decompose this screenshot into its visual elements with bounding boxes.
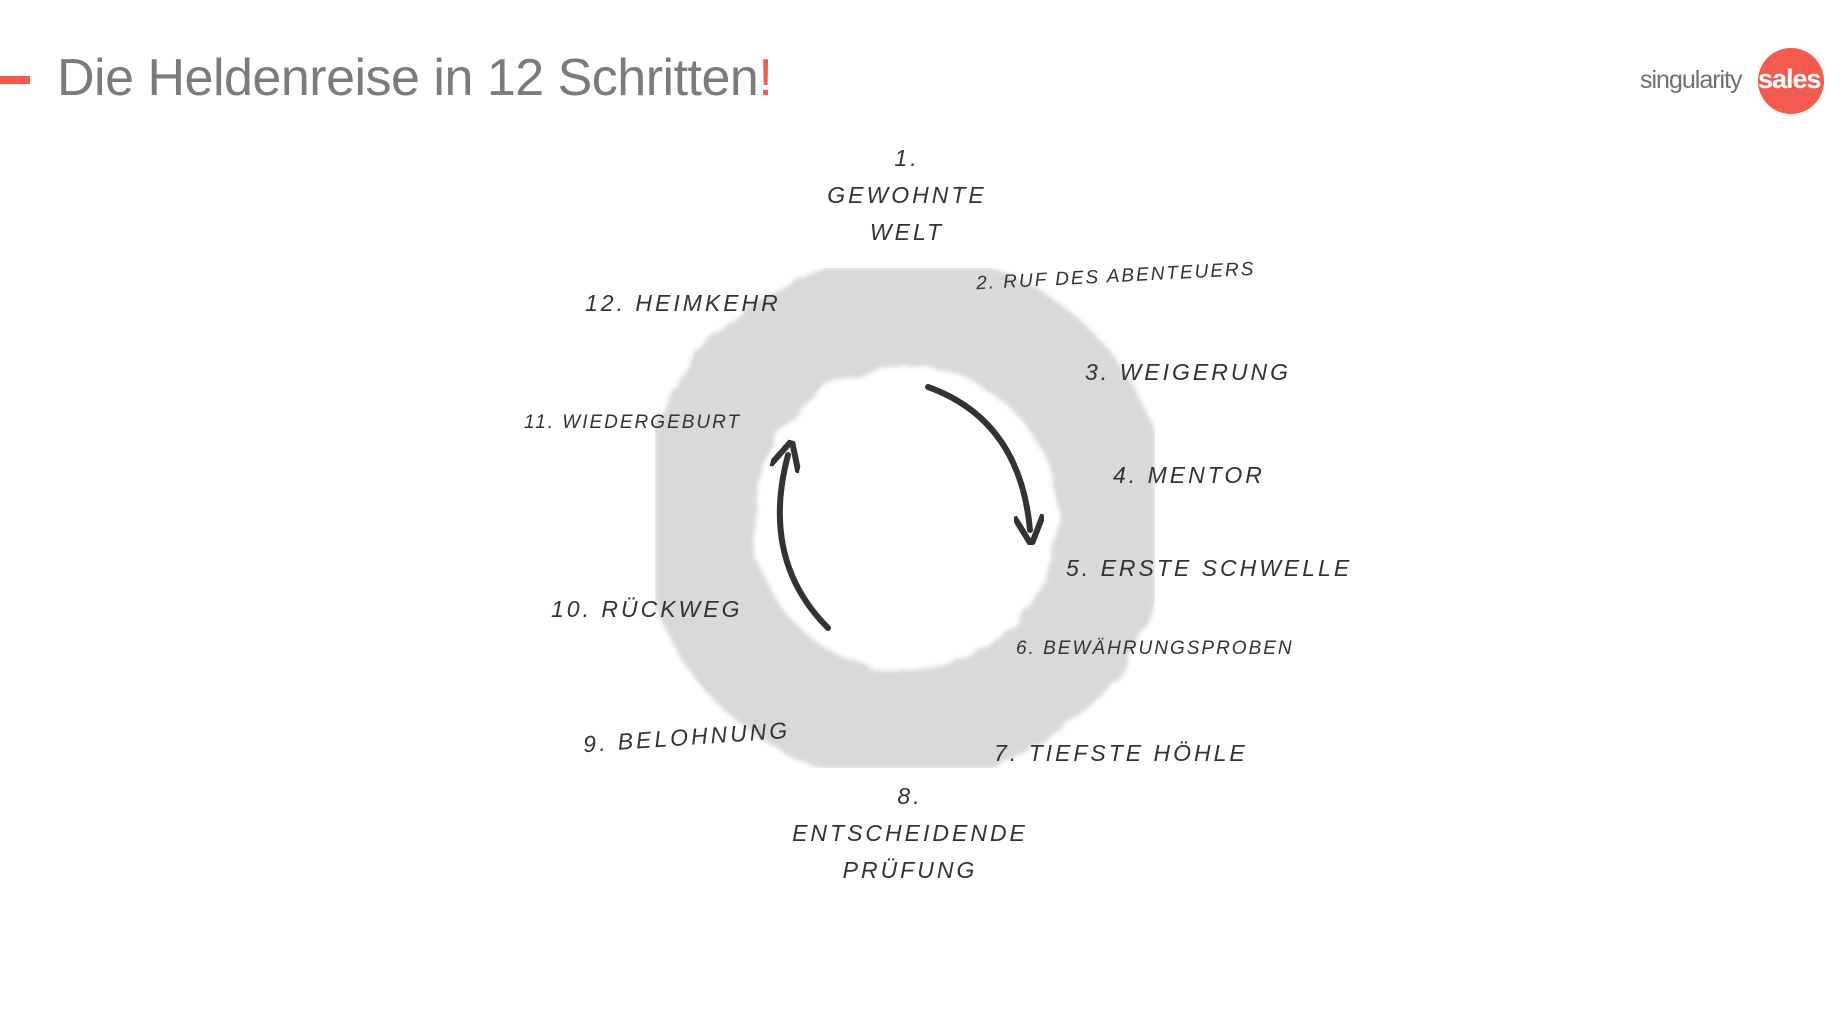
step-12-label: 12. Heimkehr (585, 290, 781, 316)
step-1-line2: Welt (869, 219, 945, 245)
step-8-label: 8. Entscheidende Prüfung (792, 778, 1028, 889)
step-7-label: 7. Tiefste Höhle (994, 740, 1248, 766)
step-6-label: 6. Bewährungsproben (1016, 638, 1294, 659)
page-title: Die Heldenreise in 12 Schritten! (57, 48, 773, 108)
logo-circle (1758, 48, 1824, 114)
step-3-label: 3. Weigerung (1085, 359, 1291, 385)
logo-text-sales: sales (1758, 64, 1822, 94)
step-10-label: 10. Rückweg (551, 596, 743, 622)
step-1-line1: Gewohnte (827, 182, 987, 208)
page-title-text: Die Heldenreise in 12 Schritten (57, 49, 759, 107)
step-8-line1: Entscheidende (792, 820, 1028, 846)
step-8-line2: Prüfung (842, 857, 978, 883)
step-8-number: 8. (897, 783, 923, 809)
step-1-label: 1. Gewohnte Welt (827, 140, 986, 251)
step-1-number: 1. (894, 145, 920, 171)
title-accent-dash (0, 76, 30, 84)
step-4-label: 4. Mentor (1113, 462, 1265, 488)
logo-text-singularity: singularity (1640, 66, 1743, 94)
singularity-sales-logo: singularity sales (1640, 48, 1830, 118)
step-11-label: 11. Wiedergeburt (524, 412, 742, 433)
step-5-label: 5. Erste Schwelle (1066, 555, 1353, 581)
clockwise-arrow-left (780, 455, 831, 631)
clockwise-arrow-right (925, 384, 1030, 530)
watercolor-ring (641, 254, 1169, 782)
page-title-exclamation: ! (758, 49, 773, 107)
